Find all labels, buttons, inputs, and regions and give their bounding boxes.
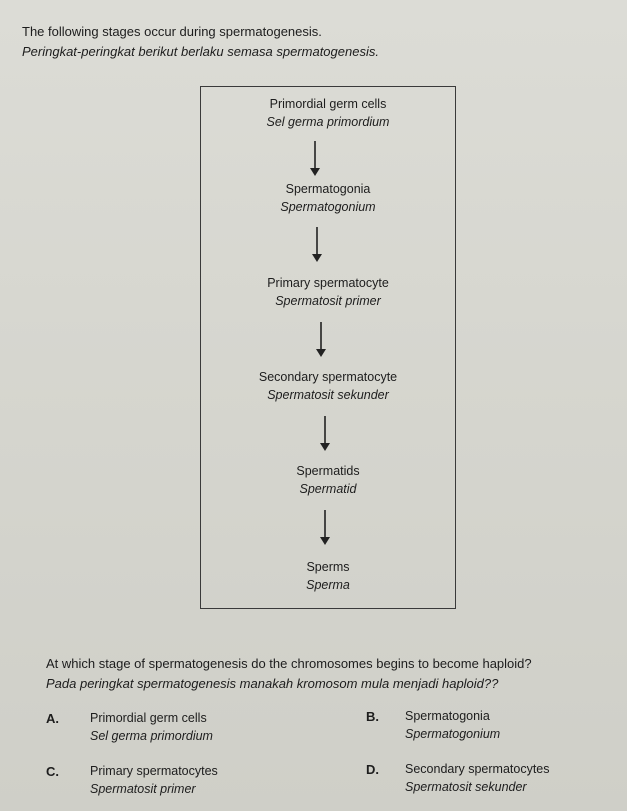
option-b-english: Spermatogonia <box>405 709 490 723</box>
down-arrow-icon <box>311 227 323 262</box>
down-arrow-icon <box>309 141 321 176</box>
down-arrow-icon <box>315 322 327 357</box>
stage-secondary-spermatocyte: Secondary spermatocyte Spermatosit sekun… <box>201 368 455 404</box>
option-b-malay: Spermatogonium <box>405 727 501 741</box>
stage-sperms: Sperms Sperma <box>201 558 455 594</box>
intro-text-malay: Peringkat-peringkat berikut berlaku sema… <box>22 44 379 59</box>
stage-label-malay: Spermatid <box>299 482 357 496</box>
stage-label-malay: Sel germa primordium <box>266 115 390 129</box>
stage-label-malay: Spermatogonium <box>280 200 376 214</box>
option-a-malay: Sel germa primordium <box>90 729 213 743</box>
stage-label-english: Primordial germ cells <box>269 97 387 111</box>
question-text-malay: Pada peringkat spermatogenesis manakah k… <box>46 676 499 691</box>
stage-label-english: Spermatogonia <box>285 182 371 196</box>
spermatogenesis-flow-box: Primordial germ cells Sel germa primordi… <box>200 86 456 609</box>
option-a-letter: A. <box>46 711 59 726</box>
down-arrow-icon <box>319 416 331 451</box>
stage-primary-spermatocyte: Primary spermatocyte Spermatosit primer <box>201 274 455 310</box>
stage-label-english: Spermatids <box>296 464 360 478</box>
stage-primordial-germ-cells: Primordial germ cells Sel germa primordi… <box>201 95 455 131</box>
option-d-letter: D. <box>366 762 379 777</box>
stage-spermatids: Spermatids Spermatid <box>201 462 455 498</box>
intro-text-english: The following stages occur during sperma… <box>22 24 322 39</box>
stage-spermatogonia: Spermatogonia Spermatogonium <box>201 180 455 216</box>
stage-label-english: Secondary spermatocyte <box>258 370 398 384</box>
stage-label-malay: Sperma <box>306 578 350 592</box>
option-d-english: Secondary spermatocytes <box>405 762 550 776</box>
option-a-english: Primordial germ cells <box>90 711 207 725</box>
down-arrow-icon <box>319 510 331 545</box>
option-b-letter: B. <box>366 709 379 724</box>
option-c-malay: Spermatosit primer <box>90 782 196 796</box>
stage-label-malay: Spermatosit primer <box>275 294 381 308</box>
option-d-malay: Spermatosit sekunder <box>405 780 527 794</box>
stage-label-english: Primary spermatocyte <box>267 276 389 290</box>
stage-label-malay: Spermatosit sekunder <box>267 388 389 402</box>
stage-label-english: Sperms <box>306 560 350 574</box>
question-text-english: At which stage of spermatogenesis do the… <box>46 656 532 671</box>
option-c-letter: C. <box>46 764 59 779</box>
option-c-english: Primary spermatocytes <box>90 764 218 778</box>
